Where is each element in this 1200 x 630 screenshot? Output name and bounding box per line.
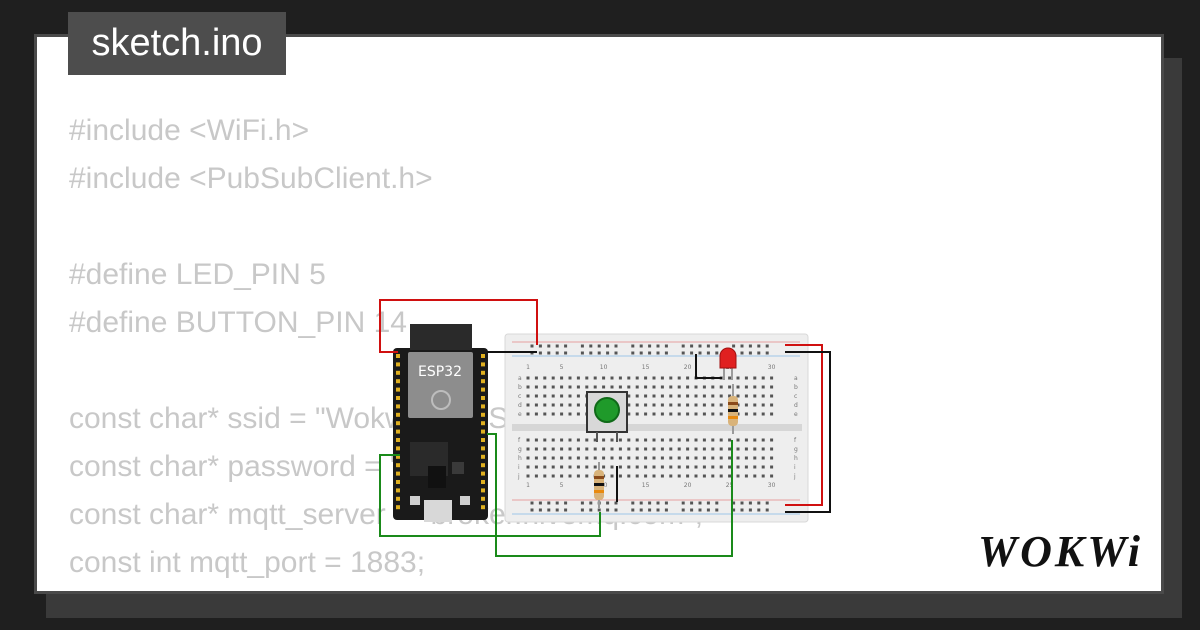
breadboard-row-label: a [518,375,522,382]
code-line: #include <PubSubClient.h> [69,162,433,195]
breadboard-row-label: i [518,464,520,471]
breadboard-column-label: 30 [768,364,776,371]
button-cap-icon [594,397,620,423]
breadboard-row-label: b [518,384,522,391]
breadboard-column-label: 20 [684,482,692,489]
breadboard-column-label: 5 [560,364,564,371]
code-line: const int mqtt_port = 1883; [69,546,426,579]
esp32-board: ESP32 [393,324,488,522]
breadboard-row-label: b [794,384,798,391]
code-line: #define LED_PIN 5 [69,258,326,291]
wires [379,299,831,557]
breadboard-column-label: 15 [642,364,650,371]
board-label: ESP32 [418,364,462,380]
breadboard-row-label: c [518,393,521,400]
breadboard-row-label: d [518,402,522,409]
breadboard-column-label: 25 [726,482,734,489]
breadboard-row-label: f [518,437,521,444]
wire-black-rail [785,351,831,513]
red-led [719,347,737,380]
breadboard-row-label: g [518,446,522,453]
resistor-led [728,384,738,434]
breadboard-column-label: 15 [642,482,650,489]
wire-green-button [379,454,601,537]
breadboard-row-label: g [794,446,798,453]
led-icon [719,347,737,369]
wire-black-led [695,354,722,379]
breadboard-column-label: 1 [526,364,530,371]
push-button [586,391,628,442]
breadboard: 115510101515202025253030 aabbccddeeffggh… [504,333,809,523]
breadboard-row-label: j [517,473,520,480]
breadboard-column-label: 20 [684,364,692,371]
breadboard-column-label: 5 [560,482,564,489]
wire-green-led [487,433,733,557]
breadboard-row-label: f [794,437,797,444]
breadboard-row-label: h [794,455,798,462]
breadboard-row-label: i [794,464,796,471]
breadboard-row-label: j [793,473,796,480]
code-line: const char* password = ""; [69,450,420,483]
breadboard-column-label: 1 [526,482,530,489]
wire-red-rail [785,344,823,506]
breadboard-row-label: e [518,411,522,418]
wire-red-3v3 [379,299,538,353]
usb-port-icon [424,500,452,522]
code-line: #include <WiFi.h> [69,114,310,147]
esp32-pin-headers [396,354,485,510]
code-line: #define BUTTON_PIN 14 [69,306,407,339]
breadboard-row-label: d [794,402,798,409]
breadboard-column-label: 10 [600,364,608,371]
breadboard-row-label: c [794,393,797,400]
resistor-button [594,462,604,508]
file-tab[interactable]: sketch.ino [68,12,286,75]
breadboard-row-label: h [518,455,522,462]
wokwi-logo: WOKWi [978,527,1143,576]
espressif-logo-icon [431,390,451,410]
breadboard-column-label: 30 [768,482,776,489]
breadboard-row-label: e [794,411,798,418]
breadboard-row-label: a [794,375,798,382]
